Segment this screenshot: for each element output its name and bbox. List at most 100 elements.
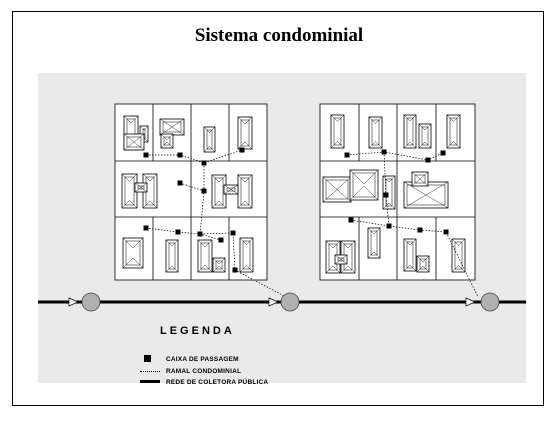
- condominial-branch: [146, 149, 243, 164]
- house-roof: [163, 136, 171, 146]
- roof-hip: [367, 251, 375, 259]
- house: [451, 238, 466, 273]
- roof-hip: [223, 189, 232, 195]
- roof-hip: [422, 265, 430, 273]
- house: [237, 116, 253, 150]
- roof-hip: [419, 178, 429, 187]
- inspection-box: [386, 223, 392, 229]
- inspection-box: [201, 160, 207, 166]
- roof-hip: [197, 264, 206, 273]
- inspection-box: [425, 157, 431, 163]
- roof-hip: [409, 238, 417, 246]
- roof-hip: [171, 265, 179, 273]
- flow-arrow-icon: [68, 297, 79, 307]
- inspection-box: [143, 225, 149, 231]
- roof-hip: [388, 175, 396, 183]
- house: [160, 133, 174, 149]
- roof-hip: [223, 184, 232, 190]
- inspection-box: [344, 152, 350, 158]
- roof-hip: [409, 114, 417, 122]
- house: [197, 239, 213, 273]
- roof-hip: [129, 200, 138, 209]
- roof-hip: [422, 255, 430, 263]
- roof-hip: [237, 116, 246, 125]
- roof-hip: [134, 187, 142, 193]
- roof-hip: [140, 187, 148, 193]
- inspection-box: [175, 229, 181, 235]
- roof-hip: [244, 200, 253, 209]
- roof-hip: [373, 251, 381, 259]
- roof-hip: [336, 176, 352, 190]
- roof-hip: [171, 126, 185, 136]
- roof-hip: [246, 265, 254, 273]
- house-roof: [333, 117, 342, 146]
- roof-hip: [334, 259, 342, 265]
- roof-hip: [165, 265, 173, 273]
- roof-hip: [140, 182, 148, 188]
- roof-hip: [132, 257, 144, 269]
- house-roof: [242, 240, 251, 270]
- inspection-box: [177, 152, 183, 158]
- roof-hip: [218, 257, 226, 265]
- house-roof: [226, 187, 236, 192]
- house: [239, 237, 254, 273]
- roof-hip: [160, 141, 168, 149]
- roof-hip: [246, 237, 254, 245]
- inspection-box: [197, 231, 203, 237]
- roof-hip: [349, 169, 365, 185]
- inspection-box: [440, 150, 446, 156]
- house: [349, 169, 379, 201]
- house: [403, 238, 417, 272]
- roof-hip: [403, 264, 411, 272]
- roof-hip: [218, 200, 227, 209]
- dotted-line-icon: [140, 366, 162, 376]
- roof-hip: [237, 200, 246, 209]
- house-roof: [352, 172, 376, 198]
- manhole-icon: [480, 292, 500, 312]
- house-roof: [406, 241, 414, 269]
- roof-hip: [340, 265, 349, 274]
- roof-hip: [403, 181, 427, 196]
- inspection-box: [218, 237, 224, 243]
- legend-item-manhole-box: CAIXA DE PASSAGEM: [140, 354, 239, 364]
- house: [367, 227, 381, 259]
- roof-hip: [363, 169, 379, 185]
- roof-hip: [367, 227, 375, 235]
- roof-hip: [332, 265, 341, 274]
- roof-hip: [130, 115, 139, 124]
- house: [330, 114, 345, 149]
- roof-hip: [424, 123, 432, 131]
- roof-hip: [212, 257, 220, 265]
- roof-hip: [197, 239, 206, 248]
- house-roof: [214, 177, 224, 206]
- inspection-box: [443, 229, 449, 235]
- roof-hip: [237, 141, 246, 150]
- roof-hip: [237, 174, 246, 183]
- roof-hip: [142, 173, 151, 182]
- roof-hip: [212, 265, 220, 273]
- roof-hip: [373, 227, 381, 235]
- roof-hip: [375, 116, 383, 124]
- legend-label: REDE DE COLETORA PÚBLICA: [166, 378, 269, 386]
- house: [416, 255, 430, 273]
- house-roof: [168, 242, 176, 270]
- roof-hip: [139, 125, 145, 131]
- roof-hip: [166, 141, 174, 149]
- roof-hip: [451, 265, 459, 273]
- roof-hip: [337, 114, 345, 122]
- roof-hip: [171, 118, 185, 128]
- roof-hip: [122, 257, 134, 269]
- roof-hip: [239, 265, 247, 273]
- roof-hip: [409, 141, 417, 149]
- roof-hip: [209, 126, 216, 133]
- house: [446, 114, 461, 149]
- house: [122, 237, 144, 269]
- roof-hip: [418, 141, 426, 149]
- roof-hip: [411, 178, 421, 187]
- house-roof: [206, 129, 213, 150]
- roof-hip: [322, 176, 338, 190]
- roof-hip: [419, 171, 429, 180]
- house-roof: [371, 119, 380, 146]
- roof-hip: [322, 189, 338, 203]
- roof-hip: [204, 239, 213, 248]
